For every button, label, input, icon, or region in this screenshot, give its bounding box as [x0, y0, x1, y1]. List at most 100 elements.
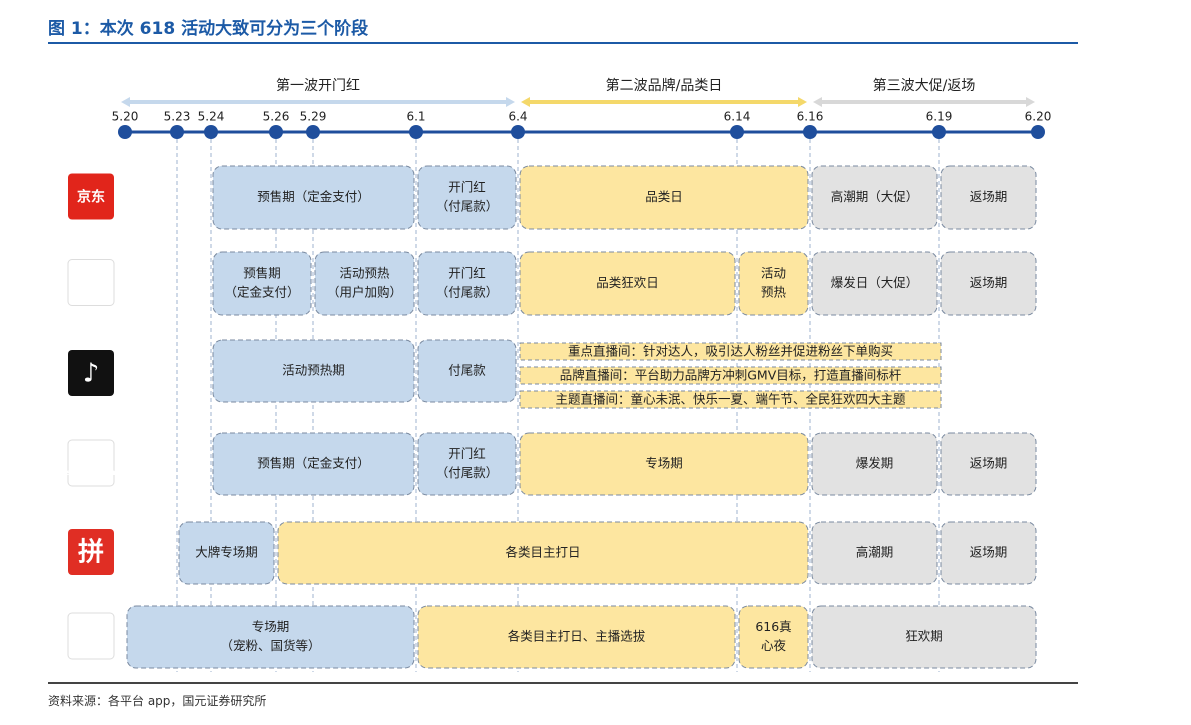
phase-bar-box: [212, 339, 415, 403]
logo-background: [67, 612, 115, 660]
phase-bar-label: 活动预热: [339, 266, 390, 281]
platform-row: 天猫预售期（定金支付）活动预热（用户加购）开门红（付尾款）品类狂欢日活动预热爆发…: [67, 251, 1037, 316]
phase-bar-label: 预售期: [243, 266, 281, 281]
phase-arrow: [521, 97, 807, 107]
date-label: 5.29: [300, 110, 327, 124]
phase-arrow-head-right: [798, 97, 807, 107]
phase-bar-box: [212, 432, 415, 496]
logo-background: [67, 259, 115, 306]
live-strip-label: 主题直播间：童心未泯、快乐一夏、端午节、全民狂欢四大主题: [555, 392, 906, 407]
phase-bar: 活动预热（用户加购）: [314, 251, 415, 316]
phase-bar-label: 预售期（定金支付）: [257, 189, 370, 204]
phase-bar-box: [417, 432, 517, 496]
phase-bar: 开门红 （付尾款）: [417, 251, 517, 316]
live-strip-box: [519, 390, 942, 409]
logo-text: ♪: [83, 359, 100, 389]
logo-background: [68, 529, 114, 575]
date-label: 6.1: [406, 110, 425, 124]
date-label: 6.14: [724, 110, 751, 124]
phase-bar-label: 品类狂欢日: [596, 275, 659, 290]
phase-bar-box: [417, 165, 517, 230]
phase-bar: 高潮期（大促）: [811, 165, 938, 230]
phase-label: 第二波品牌/品类日: [606, 77, 723, 94]
phase-bar-label: 开门红: [448, 180, 486, 195]
phase-bar: 预售期（定金支付）: [212, 251, 312, 316]
phase-bar-box: [519, 251, 736, 316]
phase-bar: 返场期: [940, 251, 1037, 316]
platform-logo: 快手: [67, 612, 115, 660]
phase-bar: 爆发期: [811, 432, 938, 496]
date-marker: [269, 125, 283, 139]
date-label: 5.20: [112, 110, 139, 124]
platform-row: 苏宁易购suning.com预售期（定金支付）开门红（付尾款）专场期爆发期返场期: [67, 432, 1037, 496]
date-marker: [409, 125, 423, 139]
phase-arrow: [813, 97, 1035, 107]
logo-background: [68, 173, 114, 220]
platform-logo: ♪: [68, 350, 114, 396]
phase-bar-box: [811, 521, 938, 585]
date-label: 5.24: [198, 110, 225, 124]
date-marker: [511, 125, 525, 139]
phase-bar-box: [126, 605, 415, 669]
phase-bar-label: （宠粉、国货等）: [220, 638, 320, 653]
date-marker: [803, 125, 817, 139]
platform-row: 拼 大牌专场期 各类目主打日 高潮期返场期: [68, 521, 1037, 585]
phase-bar-box: [940, 251, 1037, 316]
phase-bar-label: 预售期（定金支付）: [257, 456, 370, 471]
logo-subtext: suning.com: [67, 468, 116, 477]
phase-bar-box: [417, 605, 736, 669]
phase-bar: 活动预热期: [212, 339, 415, 403]
logo-text: 京东: [77, 189, 105, 206]
live-strip-box: [519, 366, 942, 385]
phase-bar-label: 大牌专场期: [195, 545, 258, 560]
phase-bar-label: 狂欢期: [905, 629, 943, 644]
logo-text: 天猫: [77, 275, 105, 292]
phase-bar-label: 开门红: [448, 446, 486, 461]
phase-bar-label: 预热: [761, 285, 787, 300]
phase-arrow-head-right: [506, 97, 515, 107]
date-marker: [204, 125, 218, 139]
platform-logo: 拼: [68, 529, 114, 575]
phase-bar: 开门红（付尾款）: [417, 432, 517, 496]
phase-bar: 狂欢期: [811, 605, 1037, 669]
phase-bar-label: （付尾款）: [436, 285, 499, 300]
phase-arrow: [121, 97, 515, 107]
live-strip: 主题直播间：童心未泯、快乐一夏、端午节、全民狂欢四大主题: [519, 390, 942, 409]
phase-bar: 付尾款: [417, 339, 517, 403]
phase-bar-box: [519, 165, 809, 230]
date-label: 6.20: [1025, 110, 1052, 124]
phase-bar-label: 各类目主打日: [505, 545, 580, 560]
phase-arrow-head-right: [1026, 97, 1035, 107]
logo-background: [68, 350, 114, 396]
live-strip: 重点直播间：针对达人，吸引达人粉丝并促进粉丝下单购买: [519, 342, 942, 361]
phase-bar-label: 返场期: [970, 275, 1008, 290]
phase-arrow-head-left: [813, 97, 822, 107]
phase-bar-label: 开门红: [448, 266, 486, 281]
logo-text: 拼: [78, 538, 104, 568]
platform-row: 京东预售期（定金支付）开门红（付尾款）品类日高潮期（大促）返场期: [68, 165, 1037, 230]
source-note: 资料来源：各平台 app，国元证券研究所: [48, 694, 267, 708]
phase-bar: 开门红（付尾款）: [417, 165, 517, 230]
phase-bar-box: [811, 165, 938, 230]
phase-bar-label: 返场期: [970, 456, 1008, 471]
date-label: 6.4: [508, 110, 527, 124]
phase-bar: 爆发日（大促）: [811, 251, 938, 316]
phase-bar-label: 活动: [761, 266, 786, 281]
date-label: 5.23: [164, 110, 191, 124]
date-marker: [932, 125, 946, 139]
date-marker: [306, 125, 320, 139]
phase-bar-label: 各类目主打日、主播选拔: [508, 629, 646, 644]
phase-bar: 返场期: [940, 165, 1037, 230]
phase-bar: 返场期: [940, 521, 1037, 585]
phase-bar-label: 爆发日（大促）: [831, 275, 919, 290]
phase-bar-label: 616真: [755, 619, 791, 634]
live-strip-label: 重点直播间：针对达人，吸引达人粉丝并促进粉丝下单购买: [568, 344, 893, 359]
phase-bar: 高潮期: [811, 521, 938, 585]
date-marker: [170, 125, 184, 139]
phase-bar-box: [738, 605, 809, 669]
phase-bar-box: [811, 432, 938, 496]
phase-bar: 预售期（定金支付）: [212, 432, 415, 496]
phase-bar: 大牌专场期: [178, 521, 275, 585]
